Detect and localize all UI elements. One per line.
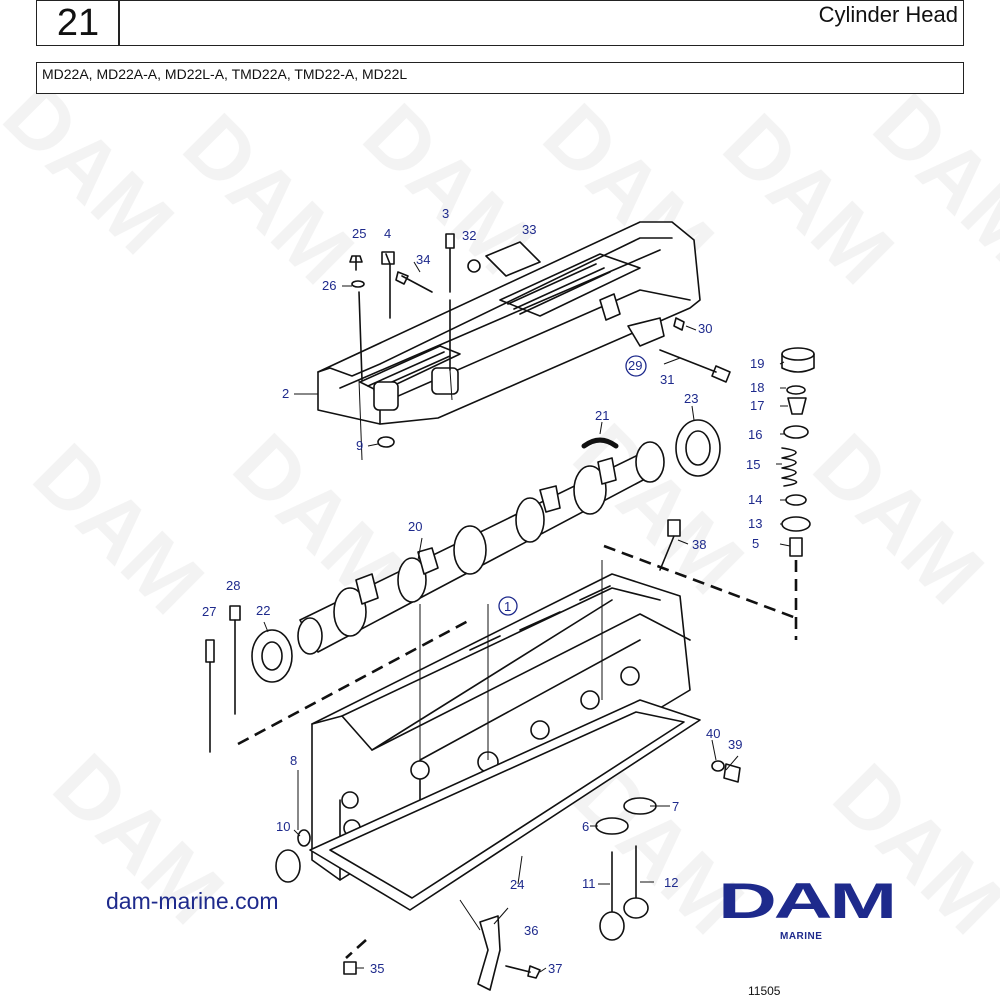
callout-1: 1 — [504, 599, 511, 614]
callout-24: 24 — [510, 877, 524, 892]
callout-4: 4 — [384, 226, 391, 241]
camshaft — [297, 441, 665, 655]
callout-18: 18 — [750, 380, 764, 395]
seal-ring — [275, 849, 301, 883]
long-studs — [205, 605, 241, 753]
camshaft-seal-front — [251, 629, 293, 683]
callout-21: 21 — [595, 408, 609, 423]
callout-9: 9 — [356, 438, 363, 453]
callout-22: 22 — [256, 603, 270, 618]
callout-15: 15 — [746, 457, 760, 472]
callout-16: 16 — [748, 427, 762, 442]
callout-28: 28 — [226, 578, 240, 593]
glow-plug — [659, 519, 681, 571]
logo-subtext: MARINE — [780, 931, 823, 942]
callout-17: 17 — [750, 398, 764, 413]
nut — [343, 961, 357, 975]
callout-circle — [498, 596, 518, 616]
o-ring — [595, 817, 629, 835]
callout-39: 39 — [728, 737, 742, 752]
callout-31: 31 — [660, 372, 674, 387]
logo-text: DAM — [718, 880, 894, 922]
leader-guides — [297, 369, 603, 931]
callout-2: 2 — [282, 386, 289, 401]
page-title: Cylinder Head — [818, 2, 958, 27]
callout-5: 5 — [752, 536, 759, 551]
bracket-bolt — [505, 965, 541, 979]
callout-6: 6 — [582, 819, 589, 834]
callout-38: 38 — [692, 537, 706, 552]
callout-8: 8 — [290, 753, 297, 768]
plug-screw — [723, 763, 741, 783]
lifting-bracket — [477, 915, 501, 991]
callout-32: 32 — [462, 228, 476, 243]
dam-logo: DAM — [718, 880, 896, 922]
washer — [711, 760, 725, 772]
model-list: MD22A, MD22A-A, MD22L-A, TMD22A, TMD22-A… — [42, 66, 408, 82]
callout-13: 13 — [748, 516, 762, 531]
header-divider — [118, 0, 120, 46]
callout-12: 12 — [664, 875, 678, 890]
callout-7: 7 — [672, 799, 679, 814]
callout-11: 11 — [582, 876, 596, 891]
models-bar — [36, 62, 964, 94]
callout-14: 14 — [748, 492, 762, 507]
camshaft-seal-rear — [675, 419, 721, 477]
callout-34: 34 — [416, 252, 430, 267]
callout-25: 25 — [352, 226, 366, 241]
callout-23: 23 — [684, 391, 698, 406]
header-bar — [36, 0, 964, 46]
callout-33: 33 — [522, 222, 536, 237]
valves — [599, 845, 649, 941]
callout-26: 26 — [322, 278, 336, 293]
assembly-lines — [237, 544, 798, 959]
cylinder-head — [311, 573, 691, 881]
callout-leaders — [263, 261, 791, 973]
callout-37: 37 — [548, 961, 562, 976]
website-link[interactable]: dam-marine.com — [106, 888, 279, 914]
callout-36: 36 — [524, 923, 538, 938]
callout-20: 20 — [408, 519, 422, 534]
plug — [297, 829, 311, 847]
semicircular-plug — [581, 437, 619, 449]
callout-27: 27 — [202, 604, 216, 619]
callout-3: 3 — [442, 206, 449, 221]
valve-spring-stack — [781, 347, 815, 557]
callout-30: 30 — [698, 321, 712, 336]
page-number: 21 — [56, 1, 100, 44]
callout-numbers: 1 2 3 4 5 6 7 8 9 10 11 12 13 14 15 16 1… — [202, 206, 764, 976]
cover-bolts — [349, 233, 731, 448]
callout-40: 40 — [706, 726, 720, 741]
callout-29: 29 — [628, 358, 642, 373]
drawing-number: 11505 — [748, 984, 781, 998]
callout-circle — [625, 355, 647, 377]
callout-35: 35 — [370, 961, 384, 976]
callout-19: 19 — [750, 356, 764, 371]
camshaft-cover — [317, 221, 701, 425]
callout-10: 10 — [276, 819, 290, 834]
cylinder-head-gasket — [309, 699, 701, 911]
